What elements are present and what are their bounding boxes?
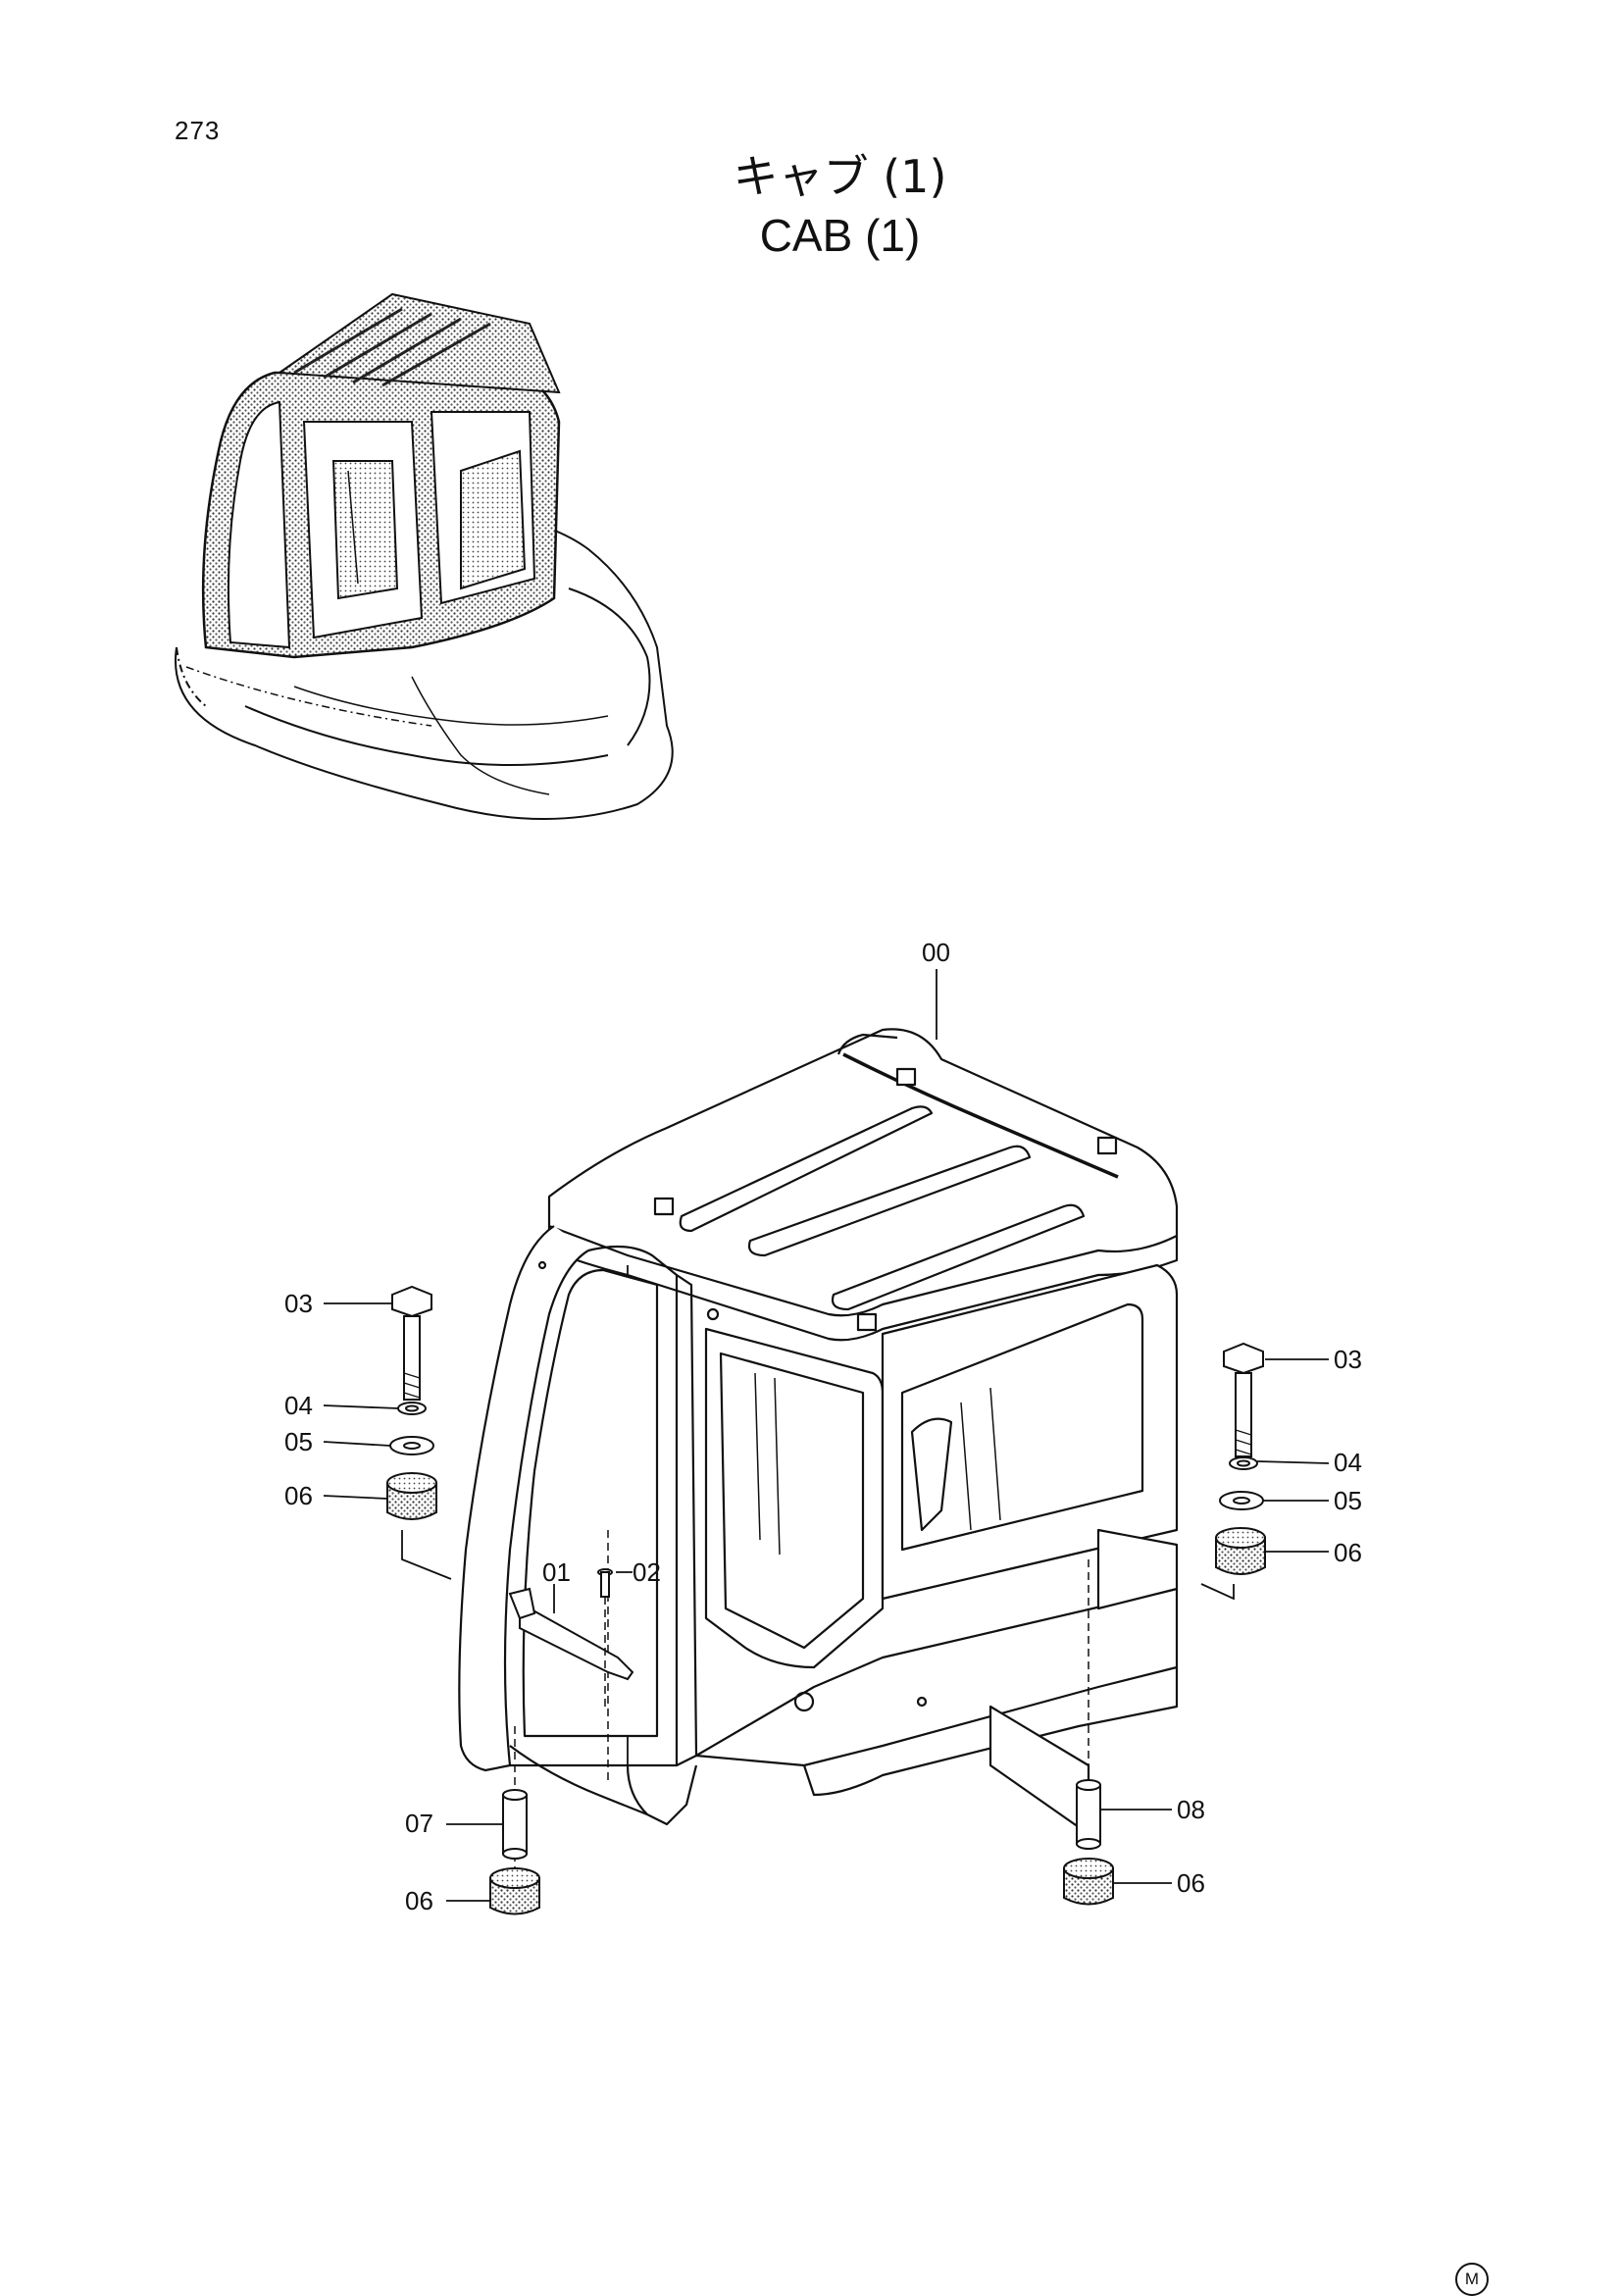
cab-assembly — [458, 1028, 1179, 1873]
callout-03-left: 03 — [284, 1289, 313, 1318]
callout-05-left: 05 — [284, 1427, 313, 1456]
bolt-left — [391, 1285, 432, 1401]
leader-right-mount — [1200, 1583, 1235, 1601]
callout-03-right: 03 — [1334, 1345, 1362, 1374]
title-english: CAB (1) — [759, 210, 921, 261]
callout-06-bottom-right: 06 — [1177, 1868, 1205, 1898]
callout-06-bottom-left: 06 — [405, 1886, 433, 1915]
spacer-07 — [502, 1789, 528, 1860]
callout-00: 00 — [922, 938, 950, 967]
callout-02: 02 — [633, 1557, 661, 1587]
callout-08: 08 — [1177, 1795, 1205, 1824]
bolt-right — [1223, 1342, 1264, 1457]
plate-and-screw — [508, 1568, 634, 1707]
callout-04-right: 04 — [1334, 1448, 1362, 1477]
washer-left — [389, 1402, 434, 1455]
mount-rubber-right — [1215, 1527, 1266, 1575]
callout-05-right: 05 — [1334, 1486, 1362, 1515]
leader-left-mount — [401, 1530, 452, 1580]
page-title: キャブ (1) CAB (1) — [29, 147, 1621, 265]
title-japanese: キャブ (1) — [733, 150, 947, 203]
callout-07: 07 — [405, 1809, 433, 1838]
leader-lines — [323, 969, 1330, 1902]
mount-rubber-bottom-left — [489, 1867, 540, 1915]
callout-01: 01 — [542, 1557, 571, 1587]
spacer-08 — [1076, 1779, 1101, 1850]
page-number: 273 — [175, 116, 221, 145]
m-mark: M — [1455, 2263, 1489, 2296]
callout-06-left: 06 — [284, 1481, 313, 1510]
washer-right — [1219, 1456, 1264, 1510]
mount-rubber-left — [386, 1472, 437, 1520]
mount-rubber-bottom-right — [1063, 1858, 1114, 1906]
thumbnail-machine-view — [175, 292, 674, 820]
callout-04-left: 04 — [284, 1391, 313, 1420]
callout-06-right: 06 — [1334, 1538, 1362, 1567]
